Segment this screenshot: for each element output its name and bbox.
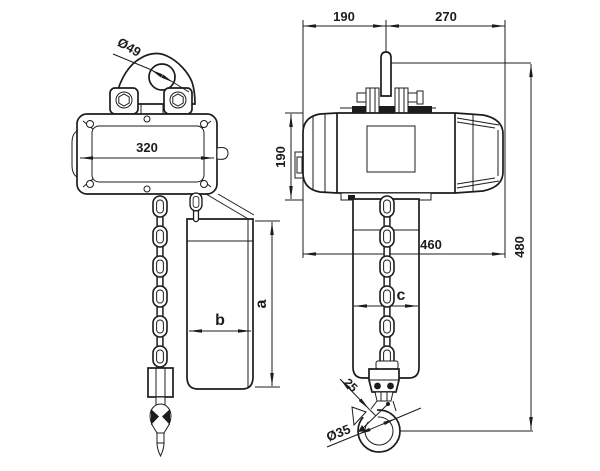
dim-body-width: 320 — [80, 140, 214, 160]
clevis-plate-right — [394, 87, 409, 114]
load-chain-front — [152, 195, 168, 368]
control-panel-side — [366, 125, 416, 173]
clevis-plate-left — [365, 87, 380, 114]
hook-shank — [380, 51, 392, 97]
hoist-body-front — [71, 113, 229, 195]
side-latch-tab — [216, 147, 229, 160]
dim-bag-width: b — [189, 312, 251, 333]
bag-outline-front — [186, 218, 254, 390]
suspension-eye — [109, 52, 196, 115]
clevis-bolt-right — [407, 92, 418, 103]
chain-stop-block-front — [147, 367, 174, 398]
dim-body-length: 460 — [303, 237, 505, 256]
bag-depth-label: c — [397, 287, 406, 304]
eye-diameter-label: Ø49 — [115, 34, 144, 59]
bag-bracket-front — [205, 193, 255, 221]
ear-bolt-left — [115, 91, 133, 109]
hoist-body-side — [294, 112, 504, 201]
front-view: Ø49 320 — [71, 34, 280, 458]
eye-hole — [148, 63, 176, 91]
dim-bag-height: a — [253, 220, 280, 388]
body-length-label: 460 — [420, 237, 442, 252]
hook-to-right-label: 270 — [435, 9, 457, 24]
hook-opening-label: Ø35 — [324, 421, 352, 444]
dim-body-height: 190 — [273, 112, 303, 201]
hook-to-left-label: 190 — [333, 9, 355, 24]
top-hook-side — [340, 51, 531, 114]
body-width-label: 320 — [136, 140, 158, 155]
bottom-hook-front — [149, 396, 172, 458]
body-cover-panel-front — [91, 125, 205, 183]
clevis-bolt-left — [356, 92, 367, 103]
body-height-label: 190 — [273, 146, 288, 168]
bag-height-label: a — [253, 299, 270, 308]
ear-bolt-right — [169, 91, 187, 109]
overall-height-label: 480 — [512, 236, 527, 258]
side-view: 190 270 — [273, 9, 533, 453]
bag-hanger-chain-front — [189, 192, 203, 223]
bag-width-label: b — [215, 312, 225, 329]
hook-offset-label: 25 — [341, 375, 361, 395]
dim-overall-height: 480 — [400, 64, 533, 432]
chain-bag-front — [186, 218, 254, 390]
